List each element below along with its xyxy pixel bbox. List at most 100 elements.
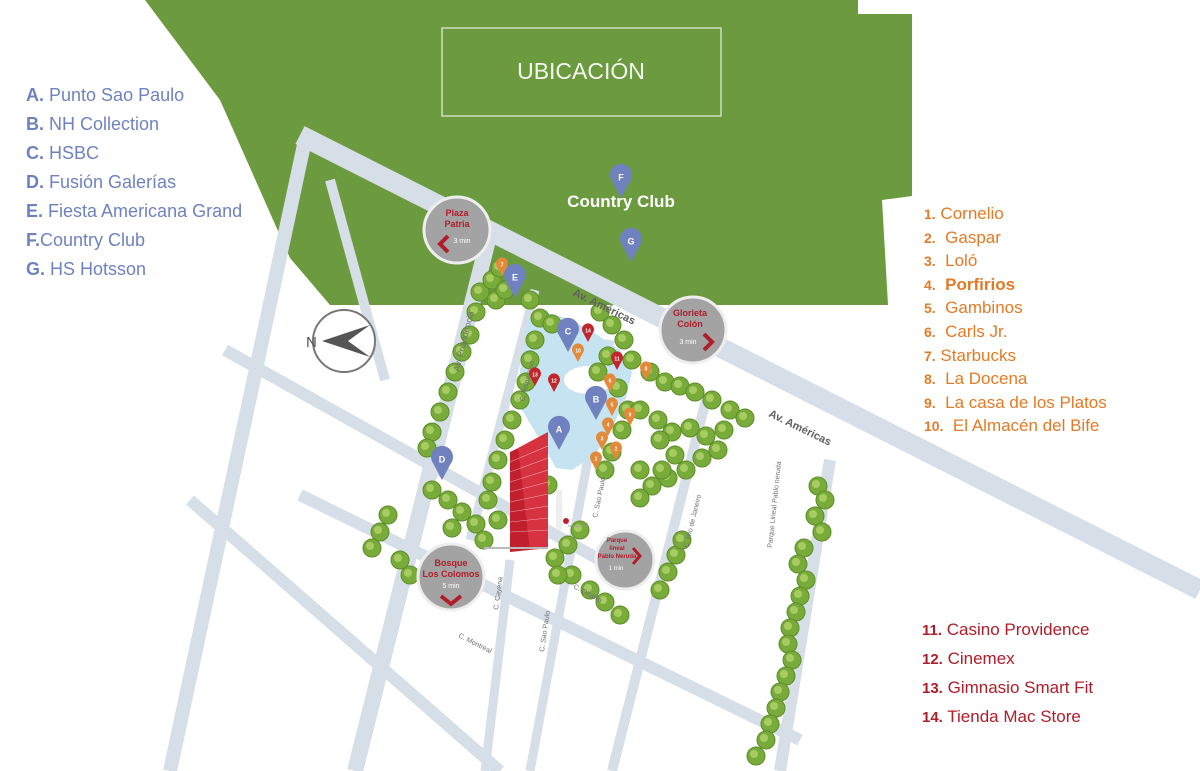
tree-highlight bbox=[426, 426, 434, 434]
tree-highlight bbox=[592, 366, 600, 374]
legend-item: F.Country Club bbox=[26, 230, 146, 250]
destination-name: Parque bbox=[607, 538, 628, 544]
tree-highlight bbox=[524, 294, 532, 302]
tree-highlight bbox=[798, 542, 806, 550]
legend-item: 5. Gambinos bbox=[924, 298, 1023, 318]
tree-highlight bbox=[626, 354, 634, 362]
road-cross-2 bbox=[186, 495, 504, 771]
legend-item: G. HS Hotsson bbox=[26, 259, 147, 279]
map-pin-5[interactable]: 5 bbox=[606, 397, 618, 416]
tree-highlight bbox=[426, 484, 434, 492]
legend-landmarks: A. Punto Sao Paulo B. NH Collection C. H… bbox=[26, 83, 242, 286]
destination-name: Patria bbox=[444, 219, 470, 229]
tree-highlight bbox=[712, 444, 720, 452]
tree-highlight bbox=[490, 294, 498, 302]
tree-highlight bbox=[689, 386, 697, 394]
map-pin-8[interactable]: 8 bbox=[640, 361, 652, 380]
legend-item: 10. El Almacén del Bife bbox=[924, 416, 1100, 436]
map-pin-e[interactable]: E bbox=[504, 263, 526, 298]
tree-highlight bbox=[646, 480, 654, 488]
map-pin-12[interactable]: 12 bbox=[548, 373, 560, 392]
tree-highlight bbox=[486, 274, 494, 282]
destination-glorieta-colon[interactable]: Glorieta Colón 3 min bbox=[658, 295, 728, 365]
street-label: Av. Américas bbox=[767, 408, 833, 449]
map-pin-label: 3 bbox=[601, 436, 604, 442]
map-pin-label: 4 bbox=[607, 422, 610, 428]
tree-highlight bbox=[680, 464, 688, 472]
tree-highlight bbox=[809, 510, 817, 518]
tree-highlight bbox=[456, 346, 464, 354]
tree-highlight bbox=[599, 596, 607, 604]
street-label: Parque Lineal Pablo neruda bbox=[767, 461, 783, 548]
map-pin-9[interactable]: 9 bbox=[624, 407, 636, 426]
tree-highlight bbox=[442, 386, 450, 394]
map-pin-label: 10 bbox=[575, 348, 581, 354]
map-pin-b[interactable]: B bbox=[585, 385, 607, 420]
tree-highlight bbox=[606, 319, 614, 327]
tree-highlight bbox=[666, 426, 674, 434]
map-pin-icon bbox=[596, 431, 608, 450]
map-pin-label: E bbox=[512, 272, 518, 282]
tree-highlight bbox=[724, 404, 732, 412]
street-label: C. Cayena bbox=[493, 576, 505, 610]
arrow-right-icon bbox=[631, 547, 642, 565]
destination-bosque-los-colomos[interactable]: Bosque Los Colomos 5 min bbox=[416, 542, 486, 612]
map-pin-label: A bbox=[556, 424, 563, 434]
destination-time: 1 min bbox=[609, 566, 624, 572]
legend-item: 7. Starbucks bbox=[924, 345, 1017, 365]
destination-plaza-patria[interactable]: Plaza Patria 3 min bbox=[422, 195, 492, 265]
map-pin-icon bbox=[431, 445, 453, 480]
map-pin-3[interactable]: 3 bbox=[596, 431, 608, 450]
tree-highlight bbox=[529, 334, 537, 342]
map-pin-6[interactable]: 6 bbox=[604, 373, 616, 392]
map-pin-d[interactable]: D bbox=[431, 445, 453, 480]
tree-highlight bbox=[656, 464, 664, 472]
tree-highlight bbox=[599, 464, 607, 472]
street-label: C. Sao Paulo bbox=[592, 477, 607, 519]
destination-name: Plaza bbox=[445, 208, 469, 218]
tree-highlight bbox=[652, 414, 660, 422]
map-pin-icon bbox=[604, 373, 616, 392]
map-pin-2[interactable]: 2 bbox=[610, 441, 622, 460]
title-box bbox=[441, 27, 722, 117]
street-label: C. Río de Janeiro bbox=[683, 494, 703, 549]
tree-highlight bbox=[442, 494, 450, 502]
map-pin-10[interactable]: 10 bbox=[572, 343, 584, 362]
legend-item: 4. Porfirios bbox=[924, 274, 1016, 294]
tree-highlight bbox=[470, 306, 478, 314]
map-pin-c[interactable]: C bbox=[557, 317, 579, 352]
legend-item: 11. Casino Providence bbox=[922, 620, 1090, 639]
map-pin-13[interactable]: 13 bbox=[529, 367, 541, 386]
tree-highlight bbox=[770, 702, 778, 710]
map-pin-4[interactable]: 4 bbox=[602, 417, 615, 436]
map-pin-label: 12 bbox=[551, 378, 557, 384]
map-pin-label: 9 bbox=[629, 412, 632, 418]
tree-highlight bbox=[499, 434, 507, 442]
tree-highlight bbox=[696, 452, 704, 460]
tree-highlight bbox=[786, 654, 794, 662]
destination-name: lineal bbox=[609, 546, 625, 552]
map-pin-1[interactable]: 1 bbox=[590, 451, 602, 470]
destination-parque-lineal[interactable]: Parque lineal Pablo Neruda 1 min bbox=[594, 529, 656, 591]
legend-item: 12. Cinemex bbox=[922, 649, 1015, 668]
map-pin-f[interactable]: F bbox=[610, 163, 633, 198]
map-pin-g[interactable]: G bbox=[620, 227, 642, 262]
tree-highlight bbox=[750, 750, 758, 758]
legend-services: 11. Casino Providence 12. Cinemex 13. Gi… bbox=[922, 619, 1093, 735]
tree-highlight bbox=[520, 376, 528, 384]
destination-time: 5 min bbox=[442, 583, 459, 590]
map-pin-7[interactable]: 7 bbox=[496, 257, 509, 276]
map-pin-icon bbox=[496, 257, 509, 276]
legend-item: 3. Loló bbox=[924, 251, 978, 271]
tree-highlight bbox=[486, 476, 494, 484]
map-pin-14[interactable]: 14 bbox=[582, 323, 595, 342]
map-pin-11[interactable]: 11 bbox=[611, 351, 623, 370]
park-label: Country Club bbox=[567, 192, 675, 211]
tower-building: torresponto bbox=[484, 432, 589, 552]
tree-highlight bbox=[404, 569, 412, 577]
map-pin-icon bbox=[620, 227, 642, 262]
map-pin-a[interactable]: A bbox=[548, 415, 570, 450]
tree-highlight bbox=[492, 454, 500, 462]
road-av-providencia bbox=[325, 178, 390, 382]
